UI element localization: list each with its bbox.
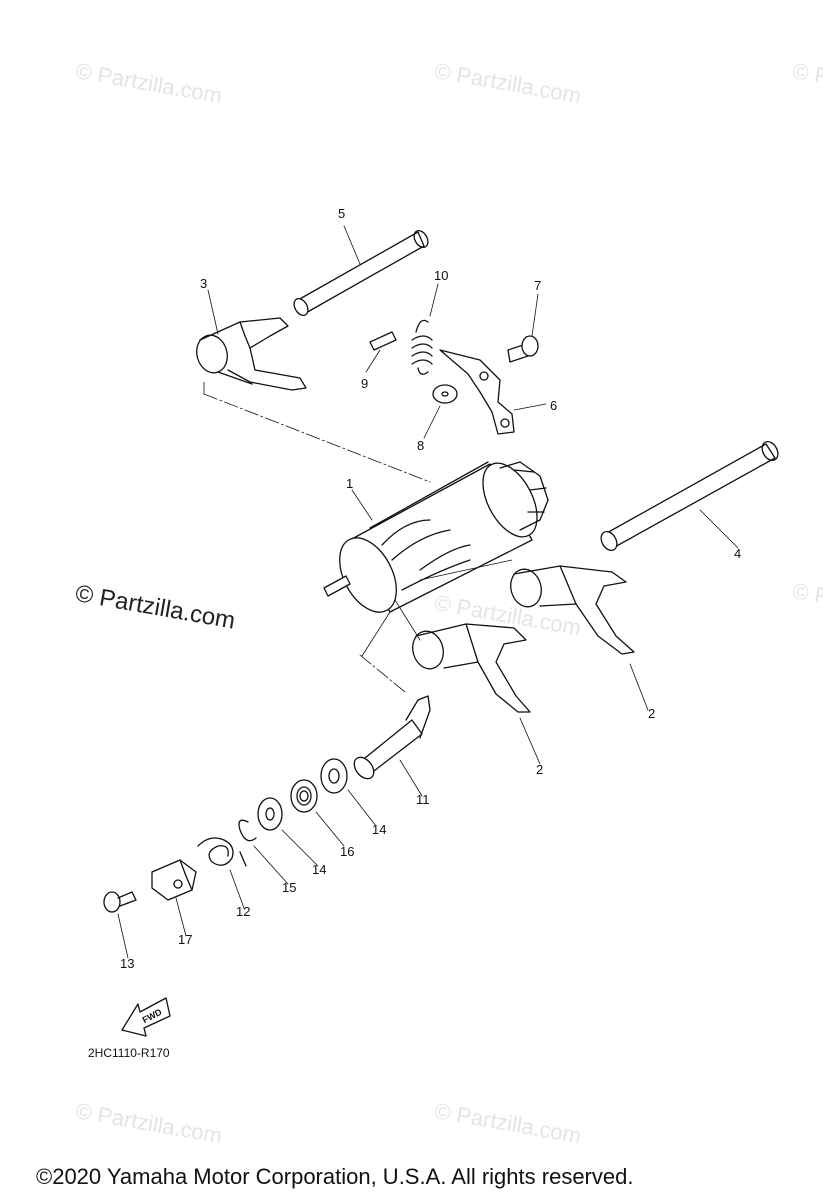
shift-fork-shaft-right bbox=[600, 441, 779, 551]
callout-11: 11 bbox=[416, 792, 430, 807]
callout-1: 1 bbox=[346, 476, 353, 491]
fwd-arrow-icon bbox=[121, 997, 171, 1037]
callout-3: 3 bbox=[200, 276, 207, 291]
callout-9: 9 bbox=[361, 376, 368, 391]
callout-2b: 2 bbox=[536, 762, 543, 777]
oil-seal-16 bbox=[290, 779, 318, 813]
callout-labels: 1 2 2 3 4 5 6 7 8 9 10 11 12 13 14 14 15… bbox=[120, 206, 741, 1025]
circlip-15 bbox=[238, 819, 257, 842]
bracket-17 bbox=[151, 859, 197, 901]
shift-fork-shaft-upper bbox=[293, 229, 429, 317]
callout-17: 17 bbox=[178, 932, 192, 947]
callout-13: 13 bbox=[120, 956, 134, 971]
stopper-lever bbox=[439, 349, 515, 435]
callout-16: 16 bbox=[340, 844, 354, 859]
callout-7: 7 bbox=[534, 278, 541, 293]
copyright-notice: ©2020 Yamaha Motor Corporation, U.S.A. A… bbox=[36, 1164, 634, 1189]
callout-8: 8 bbox=[417, 438, 424, 453]
callout-10: 10 bbox=[434, 268, 448, 283]
washer-14a bbox=[320, 758, 348, 794]
callout-6: 6 bbox=[550, 398, 557, 413]
leader-lines bbox=[117, 225, 739, 959]
shift-fork-2b bbox=[412, 623, 531, 713]
shift-fork-3 bbox=[196, 317, 307, 391]
callout-14a: 14 bbox=[372, 822, 386, 837]
callout-14b: 14 bbox=[312, 862, 326, 877]
bolt-13 bbox=[103, 891, 137, 913]
callout-5: 5 bbox=[338, 206, 345, 221]
spring-10 bbox=[411, 319, 433, 375]
callout-2a: 2 bbox=[648, 706, 655, 721]
torsion-spring bbox=[197, 837, 247, 867]
bolt-9 bbox=[369, 331, 397, 351]
shift-shaft bbox=[353, 695, 431, 780]
callout-4: 4 bbox=[734, 546, 741, 561]
callout-12: 12 bbox=[236, 904, 250, 919]
shift-fork-2a bbox=[510, 565, 635, 655]
washer-8 bbox=[432, 384, 458, 404]
shift-drum bbox=[323, 461, 549, 613]
washer-14b bbox=[257, 797, 283, 831]
diagram-code: 2HC1110-R170 bbox=[88, 1046, 170, 1060]
callout-15: 15 bbox=[282, 880, 296, 895]
bolt-7 bbox=[507, 335, 539, 363]
